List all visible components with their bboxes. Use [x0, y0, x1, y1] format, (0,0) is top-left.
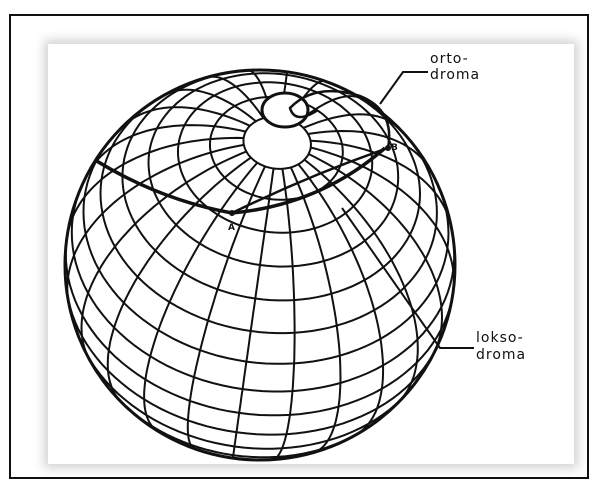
meridian-line	[163, 90, 256, 122]
loksodroma-label-line2: droma	[476, 347, 526, 363]
ortodroma-label-line1: orto-	[430, 51, 469, 67]
parallel-line	[101, 96, 437, 333]
loksodroma-label-line1: lokso-	[476, 330, 524, 346]
meridian-line	[82, 152, 247, 362]
ortodroma-label-line2: droma	[430, 67, 480, 83]
graticule-grid	[66, 70, 455, 460]
ortodroma-leader-line	[380, 72, 428, 104]
parallel-line	[84, 137, 449, 364]
point-b-label: B	[391, 143, 398, 153]
meridian-line	[291, 167, 341, 452]
point-a-marker	[229, 210, 235, 216]
point-a-label: A	[228, 223, 235, 233]
